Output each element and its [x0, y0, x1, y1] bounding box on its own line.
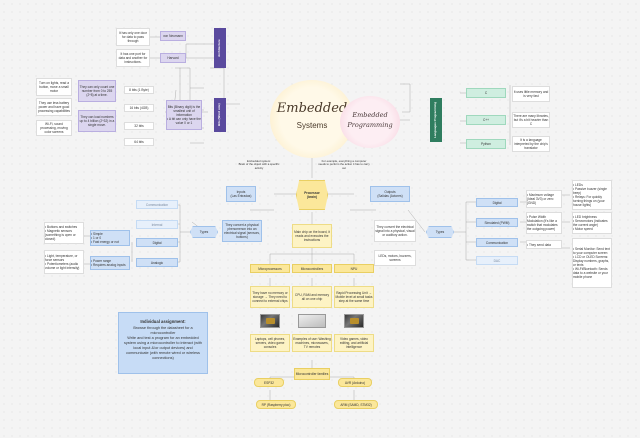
programming-title-script: Embedded [352, 110, 388, 119]
input-option-internal: Internal [136, 220, 178, 229]
outputs-examples: LEDs, motors, buzzers, screens [374, 250, 416, 266]
microprocessor-chip-image [260, 314, 280, 328]
outputs-desc: They convert the electrical signal into … [374, 220, 416, 242]
outputs-types: Types [426, 226, 454, 238]
center-title-plain: Systems [296, 121, 328, 130]
input-option-communication: Communication [136, 200, 178, 209]
input-digital-examples: • Buttons and switches • Magnetic sensor… [44, 222, 84, 244]
architecture-von-neumann: von Neumann [160, 31, 186, 41]
output-option-digital: Digital [476, 198, 518, 207]
processor-microprocessors-desc: They have no memory or storage → They ne… [250, 286, 290, 308]
microcontroller-families-title: Microcontroller families [294, 368, 330, 380]
output-option-pwm: Simulated (PWM) [476, 218, 518, 227]
family-esp32: ESP32 [254, 378, 284, 387]
family-arm: ARM (SAMD, STM32) [334, 400, 378, 409]
bits-range-8: They can only count one number from 0 to… [78, 80, 116, 102]
processor-type-npu: NPU [334, 264, 374, 273]
programming-title-circle [340, 96, 400, 148]
processor-desc: Main chip on the board, it reads and exe… [292, 224, 332, 248]
bits-range-32: They can load numbers up to 4 billion (2… [78, 110, 116, 132]
definition-left: Embedded system: Brain of the object wit… [238, 158, 280, 170]
output-option-communication: Communication [476, 238, 518, 247]
output-option-dac: DAC [476, 256, 518, 265]
language-python-desc: It is a language interpreted by the chip… [512, 136, 550, 152]
family-avr: AVR (Arduino) [338, 378, 372, 387]
programming-header: Languages Programming [430, 98, 442, 142]
outputs-title: Outputs (Salidas (Actores) [370, 186, 410, 202]
npu-chip-image [344, 314, 364, 328]
programming-title-plain: Programming [347, 120, 393, 129]
bits-definition: Bits (Binary digit) is the smallest unit… [166, 100, 202, 130]
microcontroller-board-image [298, 314, 326, 328]
bits-size-16: 16 bits (4GB) [124, 104, 154, 112]
processor-title: Processor (brain) [296, 180, 328, 210]
input-analog-examples: • Light, temperature, or force sensors •… [44, 250, 84, 274]
bits-note-wifi: Wi-Fi, sound processing, moving color sc… [36, 120, 72, 136]
output-communication-desc: • They send data [526, 240, 562, 249]
inputs-desc: They convert a physical phenomenon into … [222, 220, 262, 242]
processor-microcontrollers-examples: Examples of use: Washing machines, micro… [292, 334, 332, 352]
output-communication-items: • Serial Monitor: Send text to your comp… [572, 238, 612, 288]
family-rp: RP (Raspberry pico) [256, 400, 296, 409]
output-digital-items: • LEDs • Passive buzzer (single beep) • … [572, 180, 612, 210]
bits-size-8: 8 bits (1 Byte) [124, 86, 154, 94]
language-c: C [466, 88, 506, 98]
bits-note-battery: They use less battery power and have goo… [36, 98, 72, 116]
bits-size-32: 32 bits [124, 122, 154, 130]
processor-microcontrollers-desc: CPU, RAM and memory all on one chip [292, 286, 332, 308]
inputs-types: Types [190, 226, 218, 238]
architecture-harvard: Harvard [160, 53, 186, 63]
assignment-card: Individual assignment: Browse through th… [118, 312, 208, 374]
bits-size-64: 64 bits [124, 138, 154, 146]
input-digital-traits: • Simple • 1 or 0 • Fast energy or not [90, 230, 130, 246]
assignment-body: Browse through the datasheet for a micro… [123, 326, 203, 360]
architecture-von-neumann-desc: It has only one door for data to pass th… [116, 28, 150, 46]
processor-microprocessors-examples: Laptops, cell phones, servers, video gam… [250, 334, 290, 352]
center-title-script: Embedded [276, 100, 348, 116]
bits-note-lights: Turn on lights, read a button, move a sm… [36, 78, 72, 96]
inputs-title: Inputs (Las Entradas) [226, 186, 256, 202]
input-option-analogic: Analogic [136, 258, 178, 267]
output-digital-desc: • Maximum voltage (Ideal 3V3) or zero (G… [526, 190, 562, 208]
language-cpp-desc: There are many libraries, but it's a bit… [512, 112, 550, 128]
processor-type-microprocessors: Microprocessors [250, 264, 290, 273]
input-option-digital: Digital [136, 238, 178, 247]
bits-header: Bits (Word size) [214, 98, 226, 132]
processor-type-microcontrollers: Microcontrollers [292, 264, 332, 273]
language-c-desc: It uses little memory and is very fast [512, 86, 550, 102]
assignment-title: Individual assignment: [140, 319, 186, 324]
output-pwm-desc: • Pulse Width Modulation (It's like a sw… [526, 212, 562, 234]
language-python: Python [466, 139, 506, 149]
definition-right: For example, everything a computer needs… [318, 158, 370, 170]
processor-npu-examples: Video games, video editing, and artifici… [334, 334, 374, 352]
input-analog-traits: • Power range • Requires analog inputs [90, 256, 130, 270]
architecture-harvard-desc: It has one port for data and another for… [116, 49, 150, 67]
output-pwm-items: • LED brightness • Servomotors (indicate… [572, 212, 612, 234]
architecture-header: Architecture [214, 28, 226, 68]
processor-npu-desc: Rapid Processing Unit → Mobile level at … [334, 286, 374, 308]
language-cpp: C++ [466, 115, 506, 125]
